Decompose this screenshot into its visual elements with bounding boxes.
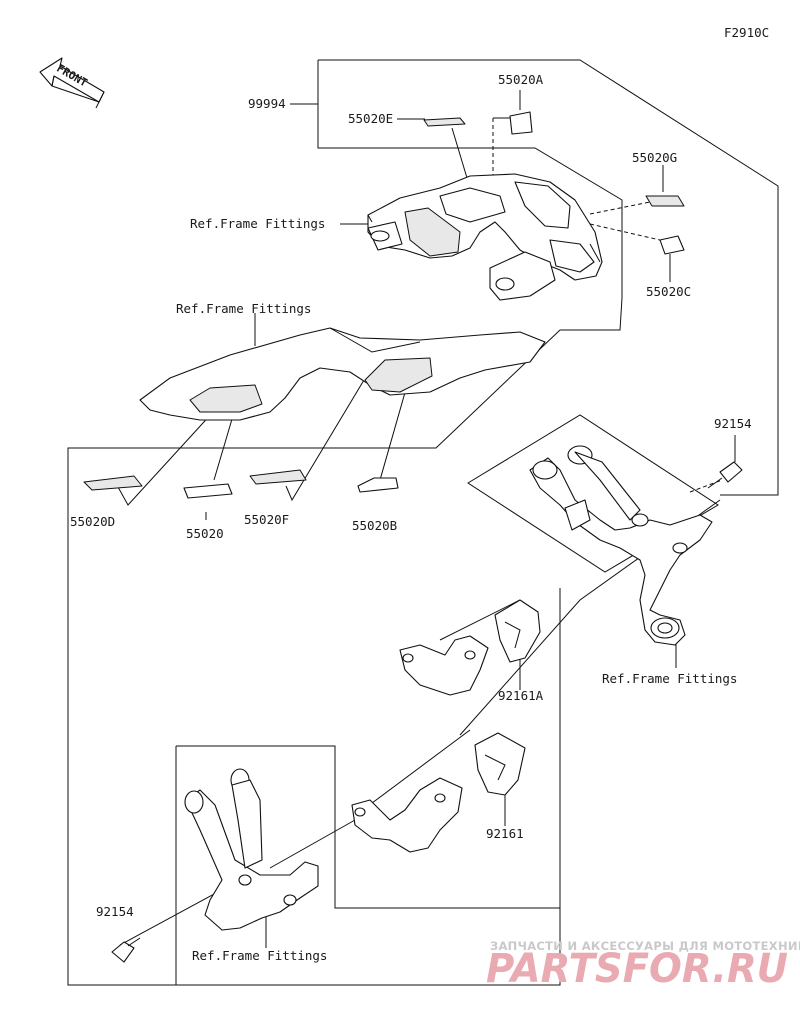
label-55020A: 55020A [498, 72, 544, 87]
label-55020: 55020 [186, 526, 224, 541]
slider-bracket-upper [399, 599, 541, 696]
decal-parts [83, 111, 685, 499]
label-92154-bottom: 92154 [96, 904, 134, 919]
seat-cowl [139, 327, 546, 421]
assembly-frame-lines [67, 59, 779, 986]
label-55020G: 55020G [632, 150, 677, 165]
label-99994: 99994 [248, 96, 286, 111]
front-arrow-icon: FRONT [39, 57, 105, 109]
label-55020C: 55020C [646, 284, 691, 299]
upper-footpeg-bracket [529, 445, 713, 646]
label-55020B: 55020B [352, 518, 397, 533]
label-92161A: 92161A [498, 688, 544, 703]
figure-code: F2910C [724, 25, 769, 40]
label-ref-frame-3: Ref.Frame Fittings [602, 671, 737, 686]
watermark-logo: PARTSFOR.RU [486, 946, 788, 992]
rear-cowl-assembly [367, 173, 603, 301]
label-ref-frame-2: Ref.Frame Fittings [176, 301, 311, 316]
label-ref-frame-1: Ref.Frame Fittings [190, 216, 325, 231]
bolt-bottom-icon [111, 937, 141, 963]
bolt-top-icon [707, 461, 743, 489]
watermark-tagline: ЗАПЧАСТИ И АКСЕССУАРЫ ДЛЯ МОТОТЕХНИКИ [490, 939, 800, 953]
label-ref-frame-4: Ref.Frame Fittings [192, 948, 327, 963]
label-55020E: 55020E [348, 111, 393, 126]
label-55020D: 55020D [70, 514, 115, 529]
lower-footpeg-bracket [184, 768, 319, 931]
label-92161: 92161 [486, 826, 524, 841]
slider-bracket-lower [351, 732, 526, 853]
label-55020F: 55020F [244, 512, 289, 527]
label-92154-top: 92154 [714, 416, 752, 431]
